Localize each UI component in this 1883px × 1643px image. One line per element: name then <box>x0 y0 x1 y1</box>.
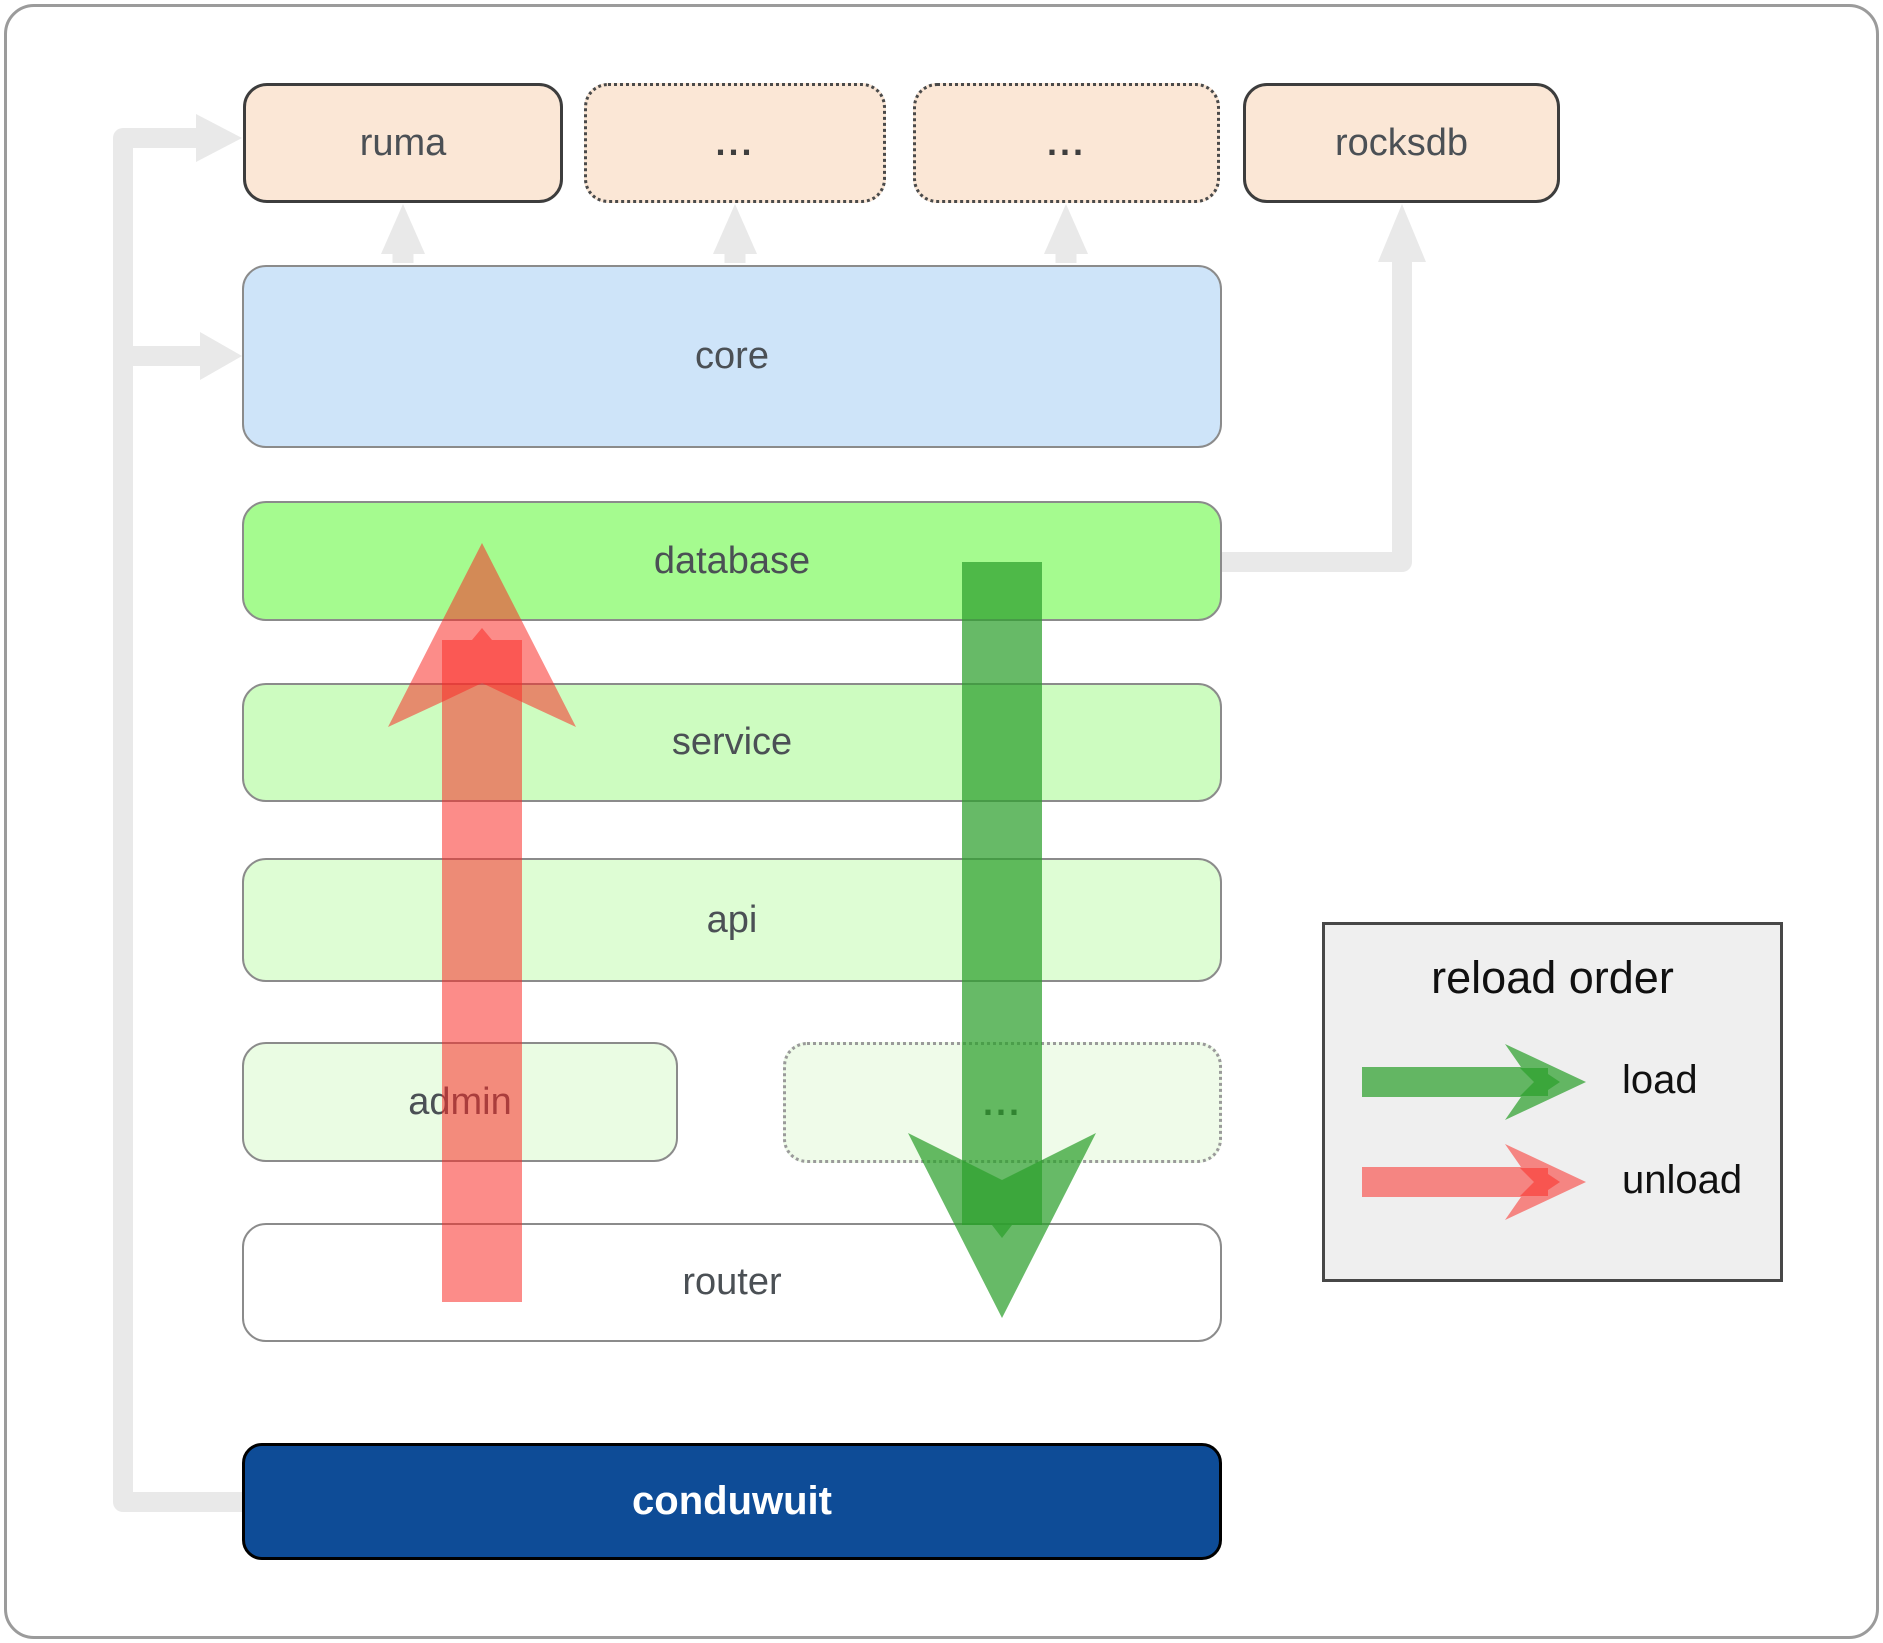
layer-database-label: database <box>653 539 811 582</box>
node-admin: admin <box>242 1042 678 1162</box>
node-crate-placeholder-1-label: ... <box>715 122 755 163</box>
figure-border <box>4 4 1879 1639</box>
layer-service: service <box>242 683 1222 802</box>
node-ruma: ruma <box>243 83 563 203</box>
layer-api: api <box>242 858 1222 982</box>
node-rocksdb: rocksdb <box>1243 83 1560 203</box>
node-service-placeholder-label: ... <box>982 1081 1022 1123</box>
node-admin-label: admin <box>408 1080 512 1123</box>
node-conduwuit: conduwuit <box>242 1443 1222 1560</box>
node-crate-placeholder-1: ... <box>584 83 886 203</box>
layer-api-label: api <box>706 898 758 941</box>
node-crate-placeholder-2: ... <box>913 83 1220 203</box>
legend-load-label: load <box>1622 1058 1698 1102</box>
layer-router: router <box>242 1223 1222 1342</box>
node-service-placeholder: ... <box>783 1042 1222 1163</box>
node-conduwuit-label: conduwuit <box>632 1479 832 1523</box>
node-rocksdb-label: rocksdb <box>1334 121 1469 164</box>
layer-core: core <box>242 265 1222 448</box>
layer-core-label: core <box>695 335 769 377</box>
layer-service-label: service <box>671 721 793 763</box>
layer-router-label: router <box>682 1261 782 1303</box>
node-ruma-label: ruma <box>359 121 447 164</box>
legend-title: reload order <box>1431 952 1674 1003</box>
layer-database: database <box>242 501 1222 621</box>
legend-unload-label: unload <box>1622 1158 1743 1202</box>
node-crate-placeholder-2-label: ... <box>1046 122 1086 163</box>
